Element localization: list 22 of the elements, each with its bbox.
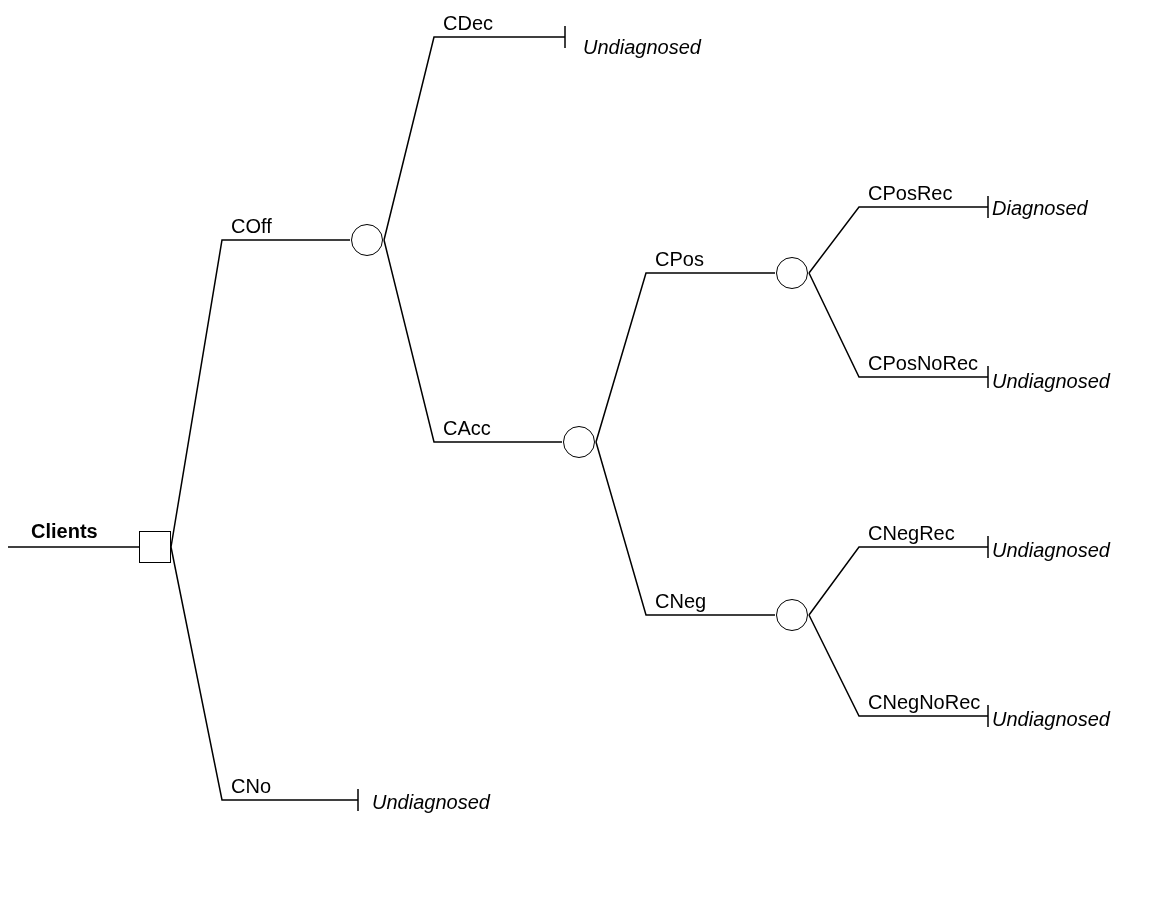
branch-line (595, 272, 776, 443)
decision-node-square (139, 531, 171, 563)
branch-line (808, 195, 989, 274)
outcome-label: Undiagnosed (992, 369, 1110, 393)
branch-line (383, 25, 566, 241)
chance-node-circle (776, 257, 808, 289)
chance-node-circle (563, 426, 595, 458)
branch-line (808, 614, 989, 728)
outcome-label: Diagnosed (992, 196, 1088, 220)
branch-line (595, 441, 776, 616)
branch-line (808, 272, 989, 389)
branch-line (383, 239, 563, 443)
chance-node-circle (351, 224, 383, 256)
outcome-label: Undiagnosed (992, 707, 1110, 731)
outcome-label: Undiagnosed (992, 538, 1110, 562)
branch-line (170, 239, 351, 548)
chance-node-circle (776, 599, 808, 631)
branch-line (7, 546, 140, 548)
outcome-label: Undiagnosed (583, 35, 701, 59)
branch-line (170, 546, 359, 812)
outcome-label: Undiagnosed (372, 790, 490, 814)
branch-line (808, 535, 989, 616)
